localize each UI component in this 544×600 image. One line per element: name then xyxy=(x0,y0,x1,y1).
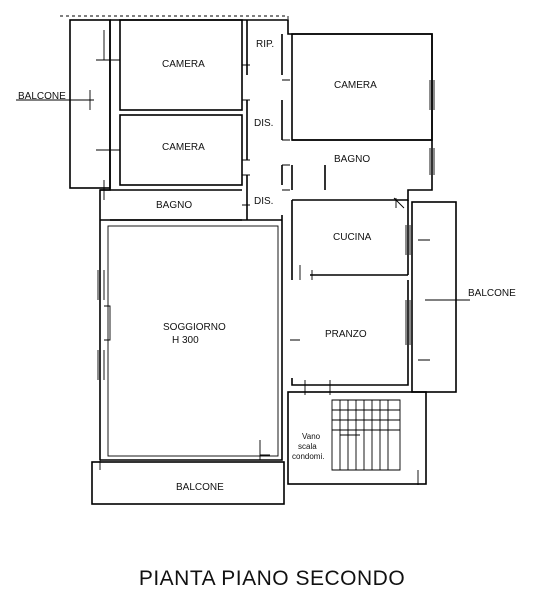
label-vano-line3: condomi. xyxy=(292,452,324,461)
stairwell-wall xyxy=(287,391,427,485)
label-soggiorno: SOGGIORNO xyxy=(163,322,226,333)
label-dis-1: DIS. xyxy=(254,118,273,129)
room-soggiorno-wall xyxy=(100,219,283,461)
balcony-right-wall xyxy=(411,201,457,393)
door-swings xyxy=(242,64,405,460)
label-balcone-bottom: BALCONE xyxy=(176,482,224,493)
label-camera-1: CAMERA xyxy=(162,59,205,70)
balcony-bottom-wall xyxy=(91,461,285,505)
label-soggiorno-height: H 300 xyxy=(172,335,199,346)
outer-wall-left xyxy=(99,20,111,460)
room-bagno-2-wall xyxy=(291,139,432,190)
label-camera-2: CAMERA xyxy=(162,142,205,153)
room-pranzo-wall xyxy=(291,280,409,386)
label-dis-2: DIS. xyxy=(254,196,273,207)
plan-title: PIANTA PIANO SECONDO xyxy=(139,567,405,590)
label-cucina: CUCINA xyxy=(333,232,372,243)
roof-outline xyxy=(60,15,289,34)
label-bagno-2: BAGNO xyxy=(334,154,370,165)
label-camera-3: CAMERA xyxy=(334,80,377,91)
label-pranzo: PRANZO xyxy=(325,329,367,340)
label-vano-line1: Vano xyxy=(302,432,321,441)
window-marks xyxy=(97,80,435,380)
label-rip: RIP. xyxy=(256,39,274,50)
reference-crosses xyxy=(16,30,470,485)
room-cucina-wall xyxy=(291,200,409,280)
label-vano-line2: scala xyxy=(298,442,317,451)
label-bagno-1: BAGNO xyxy=(156,200,192,211)
label-balcone-right: BALCONE xyxy=(468,288,516,299)
label-balcone-left: BALCONE xyxy=(18,91,66,102)
soggiorno-inner-wall xyxy=(107,225,279,457)
